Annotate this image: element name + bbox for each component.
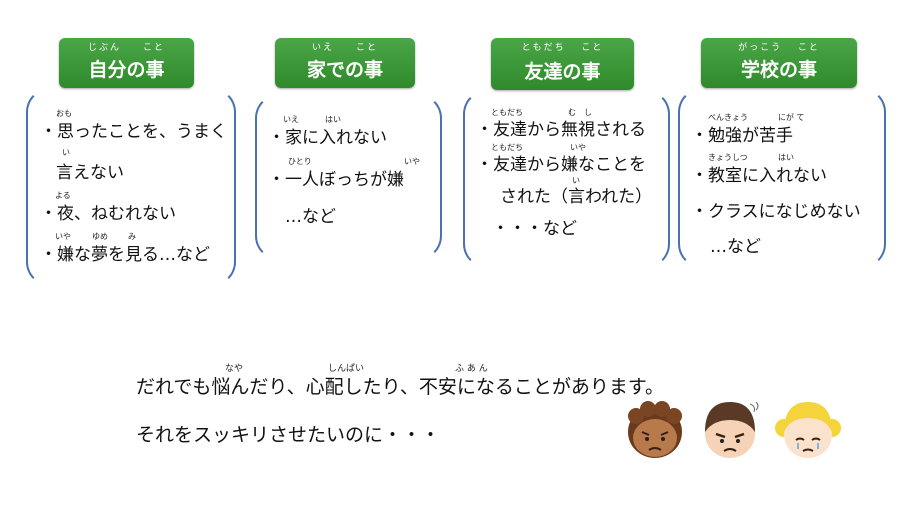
worried-boy-icon bbox=[628, 401, 682, 458]
list-item: ・夜、ねむれない bbox=[40, 204, 176, 224]
ruby: にが て bbox=[778, 113, 805, 122]
ruby: いや bbox=[570, 143, 586, 152]
card-header-home: いえ こと 家での事 bbox=[275, 38, 415, 88]
crying-girl-icon bbox=[775, 402, 841, 458]
list-item: ・・・など bbox=[492, 219, 577, 239]
card-header-ruby: がっこう こと bbox=[738, 43, 820, 53]
list-item: ・思ったことを、うまく bbox=[40, 122, 227, 142]
list-item: …など bbox=[710, 237, 761, 257]
card-body-self bbox=[26, 88, 236, 286]
ruby: よる bbox=[55, 191, 71, 200]
list-item: ・家に入れない bbox=[268, 128, 387, 148]
ruby: べんきょう bbox=[708, 113, 748, 122]
card-body-friends bbox=[463, 90, 670, 268]
list-item: …など bbox=[285, 207, 336, 227]
ruby: いえ bbox=[283, 115, 299, 124]
list-item: ・友達から無視される bbox=[476, 120, 646, 140]
card-title: 友達の事 bbox=[524, 61, 601, 83]
ruby: きょうしつ bbox=[708, 153, 748, 162]
card-body-home bbox=[255, 94, 442, 260]
message-line-2: それをスッキリさせたいのに・・・ bbox=[136, 424, 441, 446]
list-item: ・嫌な夢を見る…など bbox=[40, 245, 210, 265]
angry-boy-icon bbox=[705, 401, 759, 458]
card-title: 学校の事 bbox=[740, 59, 817, 81]
list-item: ・友達から嫌なことを bbox=[476, 155, 646, 175]
list-item: 言えない bbox=[56, 163, 124, 183]
card-header-ruby: ともだち こと bbox=[521, 43, 604, 53]
ruby: ふ あ ん bbox=[455, 364, 488, 374]
message-line-1: だれでも悩んだり、心配したり、不安になることがあります。 bbox=[136, 376, 665, 398]
ruby: む し bbox=[568, 108, 592, 117]
list-item: ・一人ぼっちが嫌 bbox=[268, 170, 404, 190]
list-item: された（言われた） bbox=[500, 187, 653, 207]
list-item: ・教室に入れない bbox=[691, 166, 827, 186]
ruby: しんぱい bbox=[328, 364, 365, 374]
ruby: いや bbox=[55, 232, 71, 241]
card-header-ruby: じぶん こと bbox=[87, 43, 165, 53]
ruby: み bbox=[128, 232, 136, 241]
card-title: 自分の事 bbox=[88, 59, 165, 81]
card-title: 家での事 bbox=[306, 59, 383, 81]
ruby: はい bbox=[778, 153, 794, 162]
list-item: ・勉強が苦手 bbox=[691, 126, 793, 146]
card-header-friends: ともだち こと 友達の事 bbox=[491, 38, 634, 90]
ruby: い bbox=[572, 176, 580, 185]
card-header-self: じぶん こと 自分の事 bbox=[59, 38, 194, 88]
ruby: ともだち bbox=[491, 143, 523, 152]
ruby: ゆめ bbox=[92, 232, 108, 241]
card-header-ruby: いえ こと bbox=[311, 43, 378, 53]
ruby: おも bbox=[56, 109, 72, 118]
ruby: はい bbox=[325, 115, 341, 124]
ruby: ひとり bbox=[288, 157, 312, 166]
ruby: なや bbox=[225, 364, 244, 374]
list-item: ・クラスになじめない bbox=[691, 202, 861, 222]
card-header-school: がっこう こと 学校の事 bbox=[701, 38, 857, 88]
card-body-school bbox=[678, 88, 886, 268]
ruby: いや bbox=[404, 157, 420, 166]
ruby: ともだち bbox=[491, 108, 523, 117]
ruby: い bbox=[62, 148, 70, 157]
